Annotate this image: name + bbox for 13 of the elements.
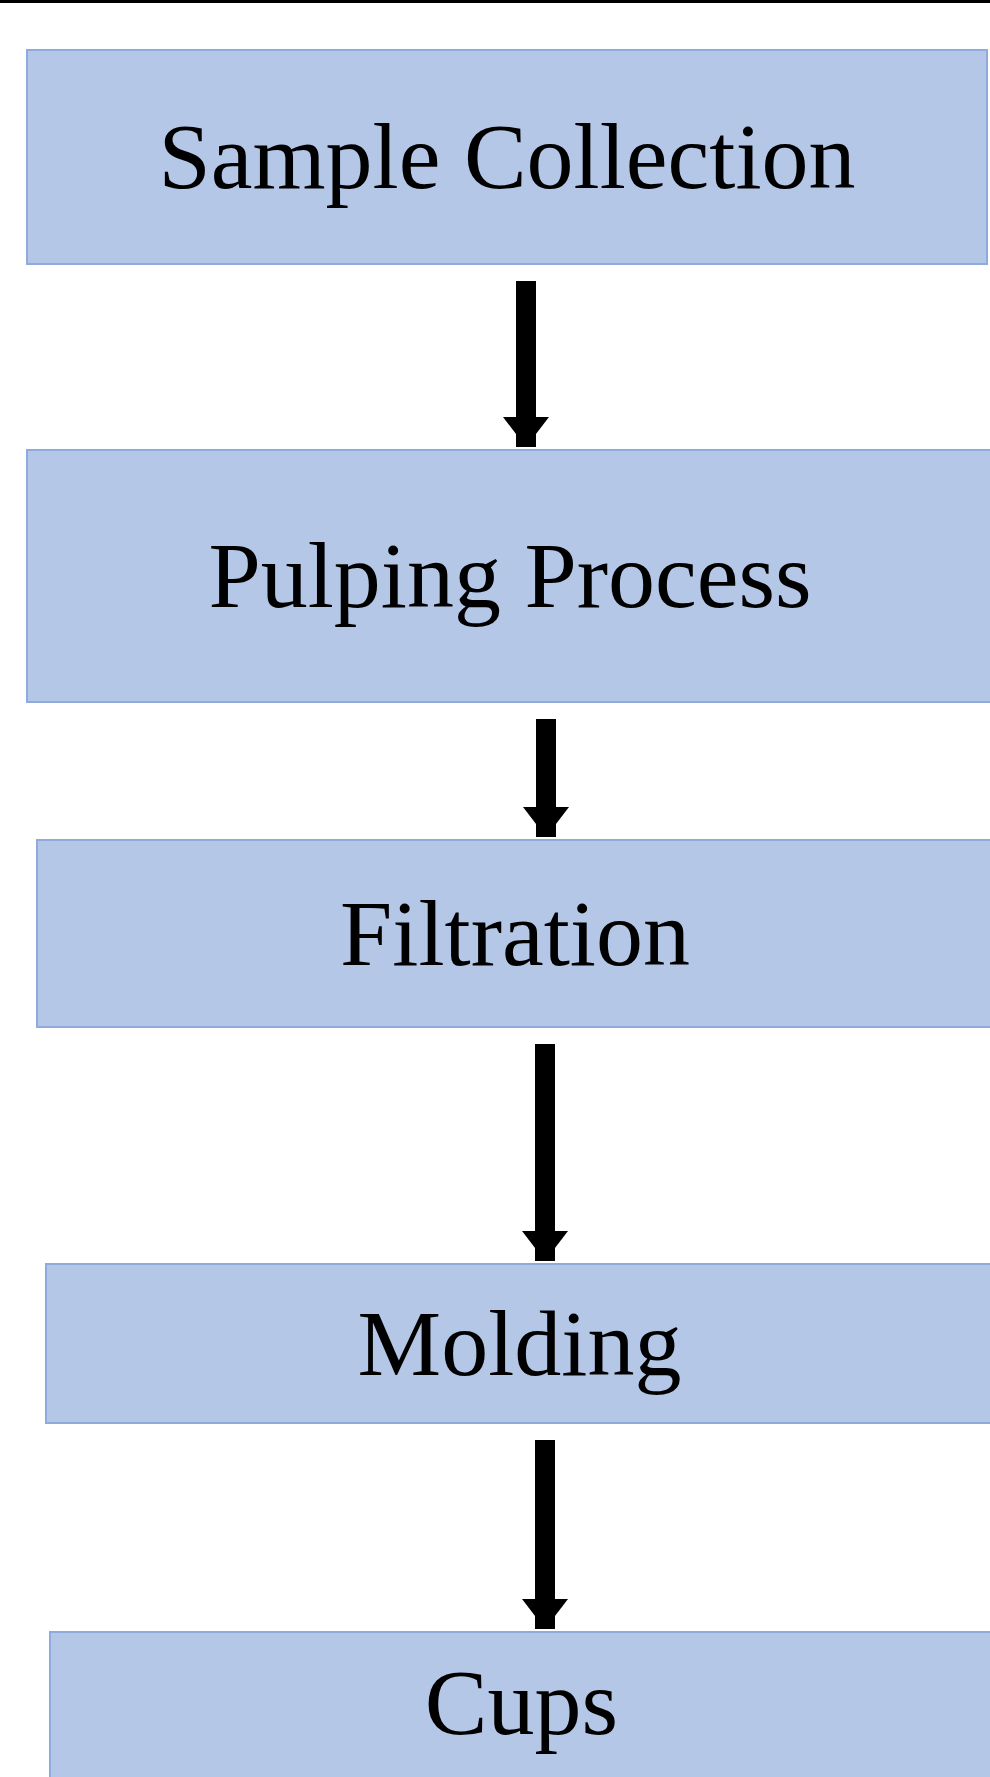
process-box [36,839,990,1028]
step-label: Cups [424,1651,619,1755]
step-label: Sample Collection [158,105,856,209]
step-label: Filtration [340,881,690,986]
step-label: Molding [357,1291,682,1396]
process-box [26,449,990,703]
process-box [26,49,988,265]
arrow [503,281,549,447]
process-box [45,1263,990,1424]
arrow [523,719,569,837]
arrow [522,1044,568,1261]
process-box [49,1631,990,1777]
step-label: Pulping Process [208,524,812,628]
